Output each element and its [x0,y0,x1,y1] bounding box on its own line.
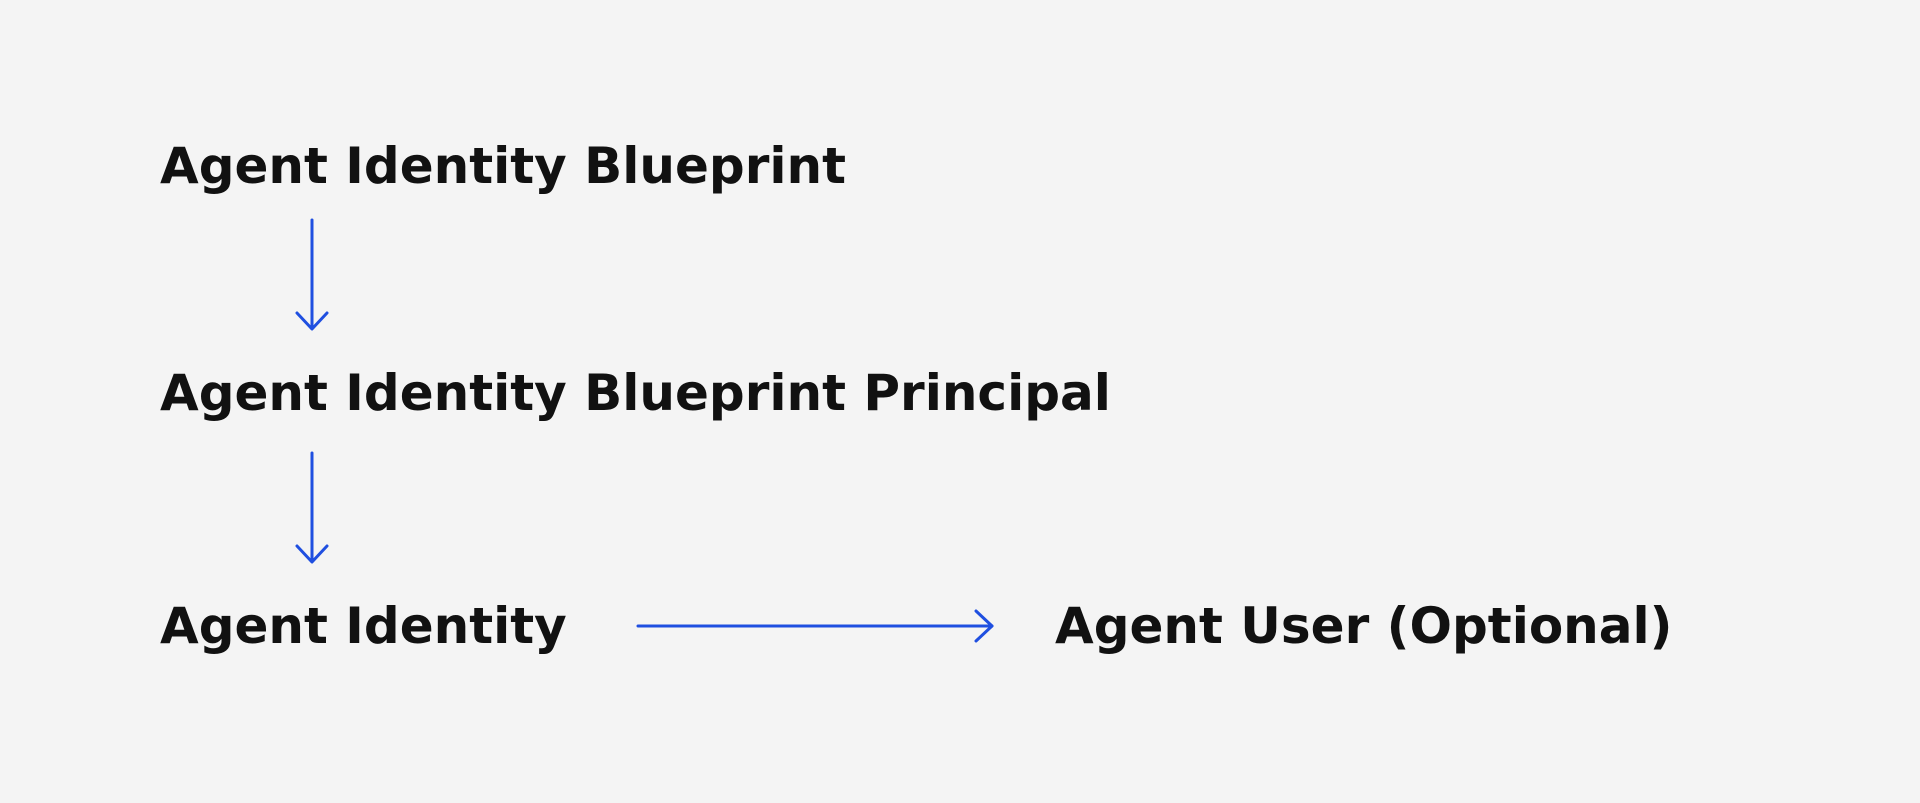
arrow-head [974,609,994,643]
arrow-blueprint-to-principal [295,218,329,331]
node-agent-identity-blueprint-principal: Agent Identity Blueprint Principal [160,364,1111,422]
node-agent-user-optional: Agent User (Optional) [1055,597,1673,655]
arrow-principal-to-identity [295,451,329,564]
arrow-head [295,311,329,331]
node-agent-identity-blueprint: Agent Identity Blueprint [160,137,846,195]
arrow-identity-to-user [636,609,994,643]
node-agent-identity: Agent Identity [160,597,567,655]
arrow-head [295,544,329,564]
